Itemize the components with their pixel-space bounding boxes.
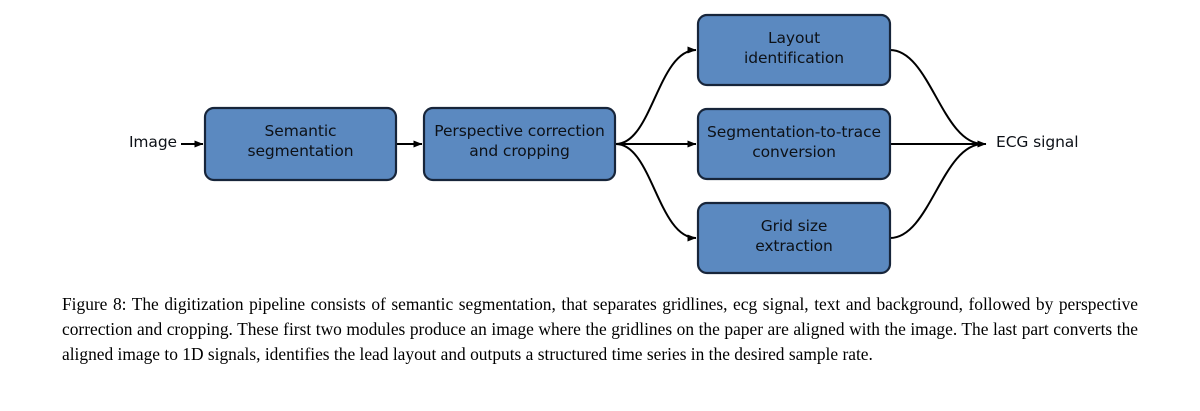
- node-perspective-correction[interactable]: [422, 106, 617, 182]
- figure-caption-text: The digitization pipeline consists of se…: [62, 294, 1139, 365]
- figure-number: Figure 8:: [62, 294, 127, 314]
- node-segmentation-to-trace[interactable]: [696, 107, 892, 181]
- figure-caption: Figure 8: The digitization pipeline cons…: [62, 292, 1138, 368]
- node-layout-identification[interactable]: [696, 13, 892, 87]
- edge-perspective-correction-to-layout-identification: [615, 46, 697, 145]
- node-semantic-segmentation[interactable]: [203, 106, 398, 182]
- edge-layout-identification-to-output: [889, 49, 984, 145]
- edge-grid-size-extraction-to-output: [889, 143, 984, 239]
- edge-perspective-correction-to-grid-size-extraction: [615, 143, 697, 242]
- pipeline-diagram: Semantic segmentation Perspective correc…: [129, 13, 1079, 275]
- diagram-canvas: [181, 13, 987, 275]
- node-grid-size-extraction[interactable]: [696, 201, 892, 275]
